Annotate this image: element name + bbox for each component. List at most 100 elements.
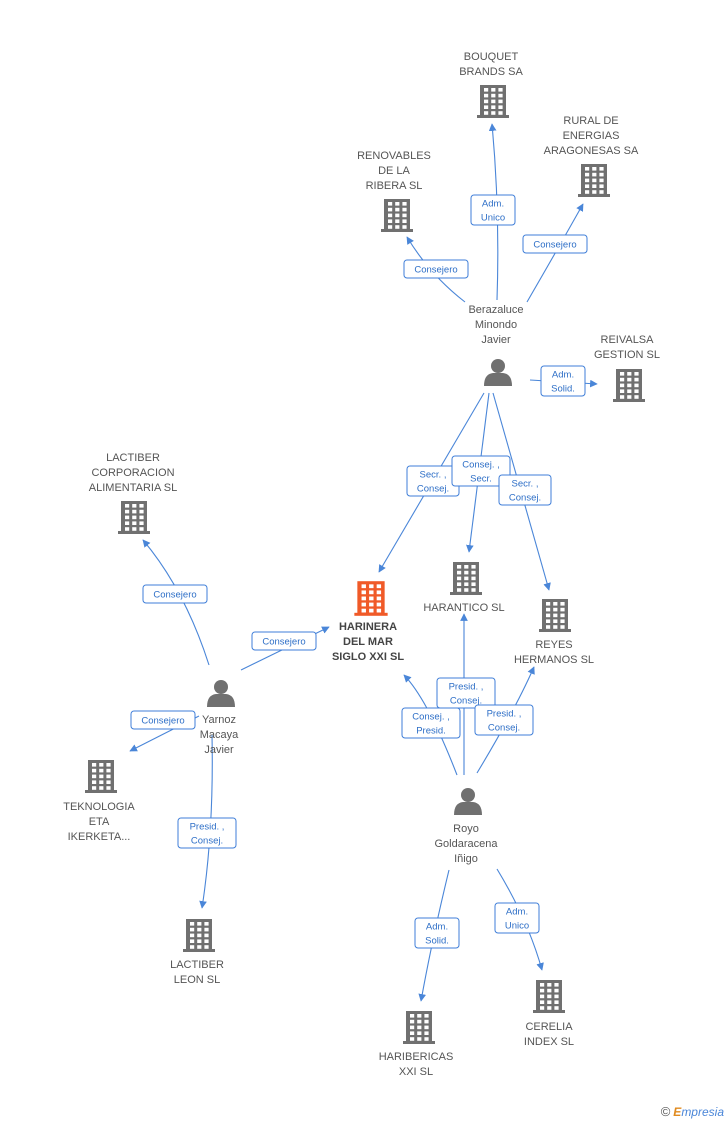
node-label: BRANDS SA bbox=[459, 66, 523, 78]
node-label: ETA bbox=[89, 816, 110, 828]
edge-label-text: Secr. , bbox=[512, 479, 539, 490]
edge-label-royo-to-haribericas[interactable]: Adm.Solid. bbox=[414, 917, 460, 949]
edge-label-text: Consej. bbox=[509, 493, 541, 504]
edge-label-yarnoz-to-lactiber_corp[interactable]: Consejero bbox=[142, 584, 208, 604]
edge-label-text: Presid. , bbox=[190, 822, 225, 833]
edge-label-text: Unico bbox=[481, 213, 505, 224]
edge-label-berazaluce-to-harantico[interactable]: Consej. ,Secr. bbox=[451, 455, 511, 487]
edge-label-berazaluce-to-reyes[interactable]: Secr. , Consej. bbox=[498, 474, 552, 506]
node-label: ARAGONESAS SA bbox=[544, 145, 639, 157]
edge-label-box bbox=[522, 234, 588, 254]
edge-label-royo-to-reyes[interactable]: Presid. , Consej. bbox=[474, 704, 534, 736]
node-bouquet[interactable]: BOUQUET BRANDS SA bbox=[459, 51, 523, 118]
edge-label-text: Secr. bbox=[470, 474, 492, 485]
edge-label-text: Consej. bbox=[488, 723, 520, 734]
node-harantico[interactable]: HARANTICO SL bbox=[423, 562, 505, 614]
edge-label-box bbox=[451, 455, 511, 487]
building-icon bbox=[118, 501, 150, 534]
node-label: ALIMENTARIA SL bbox=[89, 482, 177, 494]
building-icon bbox=[381, 199, 413, 232]
edge-label-text: Adm. bbox=[552, 370, 574, 381]
building-icon bbox=[183, 919, 215, 952]
building-icon bbox=[477, 85, 509, 118]
node-label: TEKNOLOGIA bbox=[63, 801, 135, 813]
node-teknologia[interactable]: TEKNOLOGIA ETA IKERKETA... bbox=[63, 760, 135, 843]
node-label: Minondo bbox=[475, 319, 517, 331]
edge-label-berazaluce-to-bouquet[interactable]: Adm. Unico bbox=[470, 194, 516, 226]
edge-label-berazaluce-to-harinera[interactable]: Secr. ,Consej. bbox=[406, 465, 460, 497]
edge-label-box bbox=[474, 704, 534, 736]
edges-layer bbox=[129, 123, 598, 1002]
node-label: Yarnoz bbox=[202, 714, 236, 726]
node-label: Iñigo bbox=[454, 853, 478, 865]
node-label: Berazaluce bbox=[468, 304, 523, 316]
edge-label-text: Consej. , bbox=[412, 712, 450, 723]
edge-label-royo-to-harinera[interactable]: Consej. ,Presid. bbox=[401, 707, 461, 739]
building-icon bbox=[578, 164, 610, 197]
edge-label-box bbox=[251, 631, 317, 651]
edge-label-text: Consej. bbox=[191, 836, 223, 847]
edge-label-box bbox=[177, 817, 237, 849]
person-icon bbox=[207, 680, 235, 707]
node-cerelia[interactable]: CERELIA INDEX SL bbox=[524, 980, 574, 1048]
edge-label-text: Solid. bbox=[551, 384, 575, 395]
node-label: GESTION SL bbox=[594, 349, 660, 361]
edge-label-text: Consejero bbox=[153, 590, 196, 601]
edge-label-text: Presid. , bbox=[487, 709, 522, 720]
node-harinera[interactable]: HARINERA DEL MAR SIGLO XXI SL bbox=[332, 581, 404, 663]
edge-label-text: Consejero bbox=[533, 240, 576, 251]
edge-label-text: Solid. bbox=[425, 936, 449, 947]
building-icon bbox=[533, 980, 565, 1013]
node-label: CORPORACION bbox=[91, 467, 174, 479]
node-label: HARIBERICAS bbox=[379, 1051, 454, 1063]
node-label: IKERKETA... bbox=[68, 831, 131, 843]
person-icon bbox=[484, 359, 512, 386]
edge-label-box bbox=[494, 902, 540, 934]
node-label: Goldaracena bbox=[435, 838, 499, 850]
building-icon bbox=[403, 1011, 435, 1044]
edge-label-text: Consejero bbox=[262, 637, 305, 648]
node-label: INDEX SL bbox=[524, 1036, 574, 1048]
node-label: CERELIA bbox=[525, 1021, 573, 1033]
edge-label-yarnoz-to-harinera[interactable]: Consejero bbox=[251, 631, 317, 651]
node-label: Macaya bbox=[200, 729, 239, 741]
edge-label-text: Presid. , bbox=[449, 682, 484, 693]
footer-brand[interactable]: ©Empresia bbox=[661, 1104, 724, 1119]
edge-label-box bbox=[540, 365, 586, 397]
node-label: DEL MAR bbox=[343, 636, 393, 648]
node-label: HARINERA bbox=[339, 621, 397, 633]
edge-label-royo-to-cerelia[interactable]: Adm.Unico bbox=[494, 902, 540, 934]
edge-label-text: Consejero bbox=[141, 716, 184, 727]
node-label: BOUQUET bbox=[464, 51, 519, 63]
edge-label-yarnoz-to-teknologia[interactable]: Consejero bbox=[130, 710, 196, 730]
edge-label-text: Consejero bbox=[414, 265, 457, 276]
building-icon bbox=[613, 369, 645, 402]
edge-label-text: Unico bbox=[505, 921, 529, 932]
edge-label-yarnoz-to-lactiber_leon[interactable]: Presid. , Consej. bbox=[177, 817, 237, 849]
node-label: RURAL DE bbox=[563, 115, 618, 127]
edge-label-royo-to-harantico[interactable]: Presid. ,Consej. bbox=[436, 677, 496, 709]
node-label: RIBERA SL bbox=[366, 180, 423, 192]
node-label: DE LA bbox=[378, 165, 410, 177]
node-label: SIGLO XXI SL bbox=[332, 651, 404, 663]
edge-label-berazaluce-to-renovables[interactable]: Consejero bbox=[403, 259, 469, 279]
node-label: LACTIBER bbox=[170, 959, 224, 971]
edge-label-berazaluce-to-reivalsa[interactable]: Adm. Solid. bbox=[540, 365, 586, 397]
edge-label-text: Secr. , bbox=[420, 470, 447, 481]
edge-label-berazaluce-to-rural[interactable]: Consejero bbox=[522, 234, 588, 254]
edge-label-box bbox=[414, 917, 460, 949]
edge-label-box bbox=[436, 677, 496, 709]
edge-label-text: Adm. bbox=[482, 199, 504, 210]
node-label: REYES bbox=[535, 639, 572, 651]
